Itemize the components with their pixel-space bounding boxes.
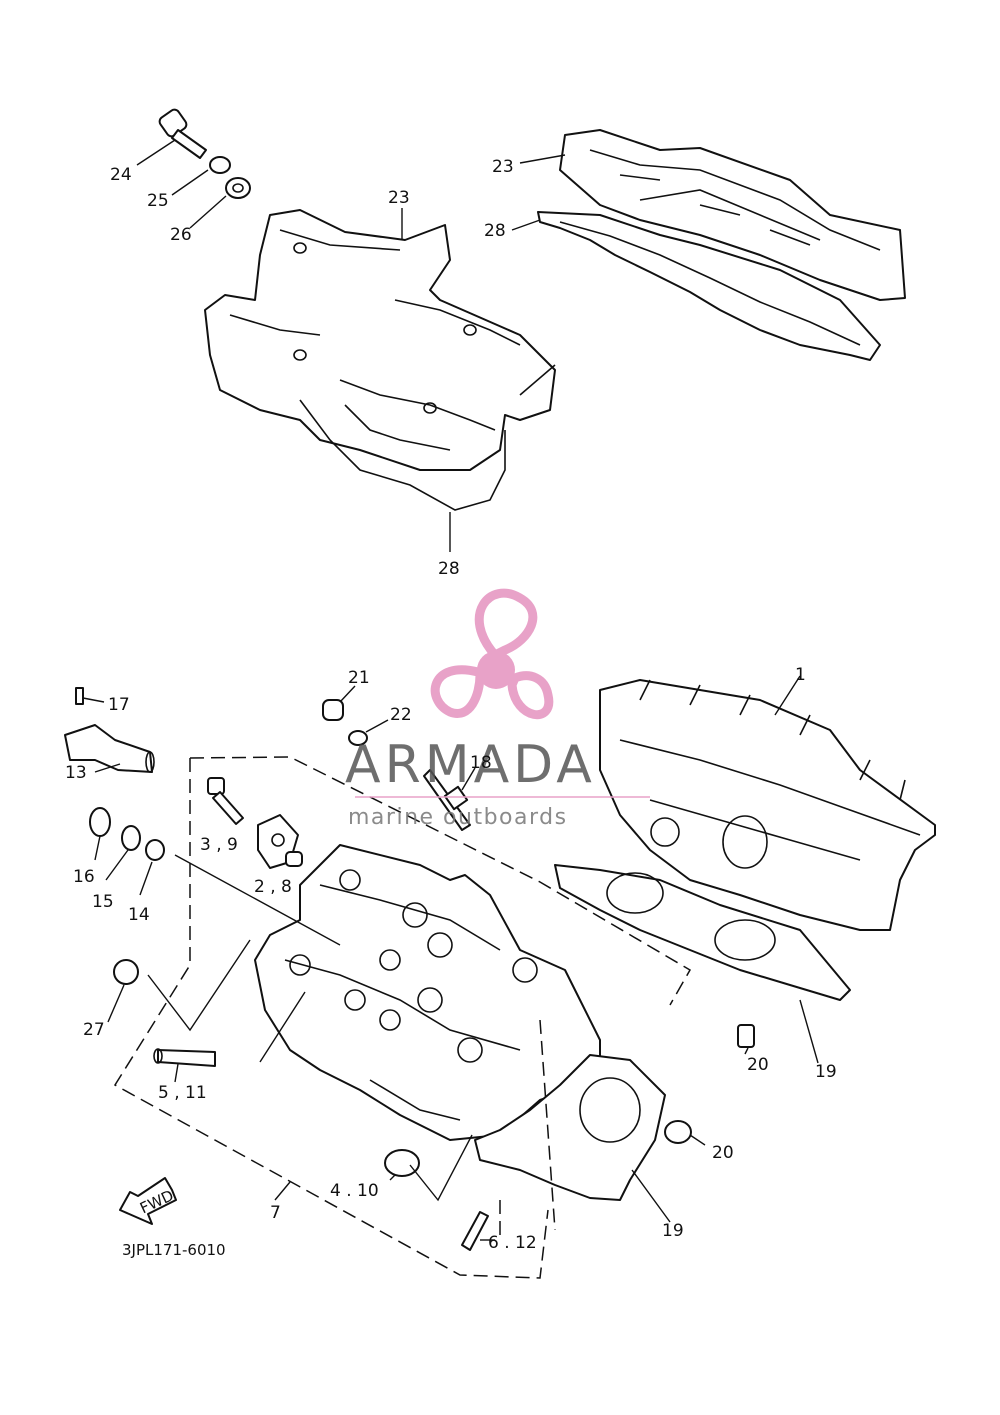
callout-4-10: 4 . 10 (330, 1181, 379, 1201)
callout-13: 13 (65, 763, 87, 783)
cylinder-head-front (254, 844, 601, 1141)
oring-16 (89, 807, 111, 837)
dowel-pin-20-front (664, 1120, 692, 1144)
cap-21 (322, 699, 344, 721)
callout-18: 18 (470, 753, 492, 773)
cover-gasket-front (299, 364, 556, 511)
callout-20-front: 20 (712, 1143, 734, 1163)
oring-14 (145, 839, 165, 861)
callout-7: 7 (270, 1203, 281, 1223)
callout-23-rear: 23 (492, 157, 514, 177)
callout-21: 21 (348, 668, 370, 688)
callout-22: 22 (390, 705, 412, 725)
oring-15 (121, 825, 141, 851)
callout-24: 24 (110, 165, 132, 185)
callout-2-8: 2 , 8 (254, 877, 292, 897)
sleeve-5-11 (153, 1048, 216, 1067)
callout-20-rear: 20 (747, 1055, 769, 1075)
cylinder-head-cover-front (204, 209, 556, 471)
callout-5-11: 5 , 11 (158, 1083, 207, 1103)
watermark-tagline: marine outboards (348, 805, 568, 830)
spark-plug-18 (423, 769, 471, 831)
cylinder-head-cover-rear (559, 129, 906, 301)
washer-25 (209, 156, 231, 174)
callout-25: 25 (147, 191, 169, 211)
callout-6-12: 6 . 12 (488, 1233, 537, 1253)
callout-26: 26 (170, 225, 192, 245)
callout-15: 15 (92, 892, 114, 912)
watermark-brand: ARMADA (345, 735, 596, 795)
nut-4-10 (384, 1149, 420, 1177)
bolt-3-9 (207, 777, 244, 825)
propeller-logo-icon (430, 588, 554, 720)
fwd-arrow-icon: FWD (119, 1177, 177, 1225)
callout-19-front: 19 (662, 1221, 684, 1241)
stud-6-12 (461, 1211, 489, 1251)
callout-14: 14 (128, 905, 150, 925)
washer-22 (348, 730, 368, 746)
plug-27 (113, 959, 139, 985)
callout-16: 16 (73, 867, 95, 887)
callout-19-rear: 19 (815, 1062, 837, 1082)
fwd-label: FWD (137, 1186, 176, 1217)
pin-17 (75, 687, 84, 705)
bolt-24 (158, 108, 207, 159)
diagram-reference-code: 3JPL171-6010 (122, 1241, 226, 1259)
callout-1: 1 (795, 665, 806, 685)
cover-gasket-rear (537, 211, 881, 361)
washer-26 (225, 177, 251, 199)
head-gasket-rear (554, 864, 851, 1001)
callout-23-front: 23 (388, 188, 410, 208)
callout-28-rear: 28 (484, 221, 506, 241)
fitting-13 (64, 724, 155, 773)
dowel-pin-20-rear (737, 1024, 755, 1048)
callout-17: 17 (108, 695, 130, 715)
cylinder-head-rear (599, 679, 936, 931)
callout-3-9: 3 , 9 (200, 835, 238, 855)
guide-2-8 (285, 851, 303, 867)
head-gasket-front (474, 1054, 666, 1201)
callout-28-front: 28 (438, 559, 460, 579)
callout-27: 27 (83, 1020, 105, 1040)
armada-watermark: ARMADA marine outboards (345, 588, 650, 830)
